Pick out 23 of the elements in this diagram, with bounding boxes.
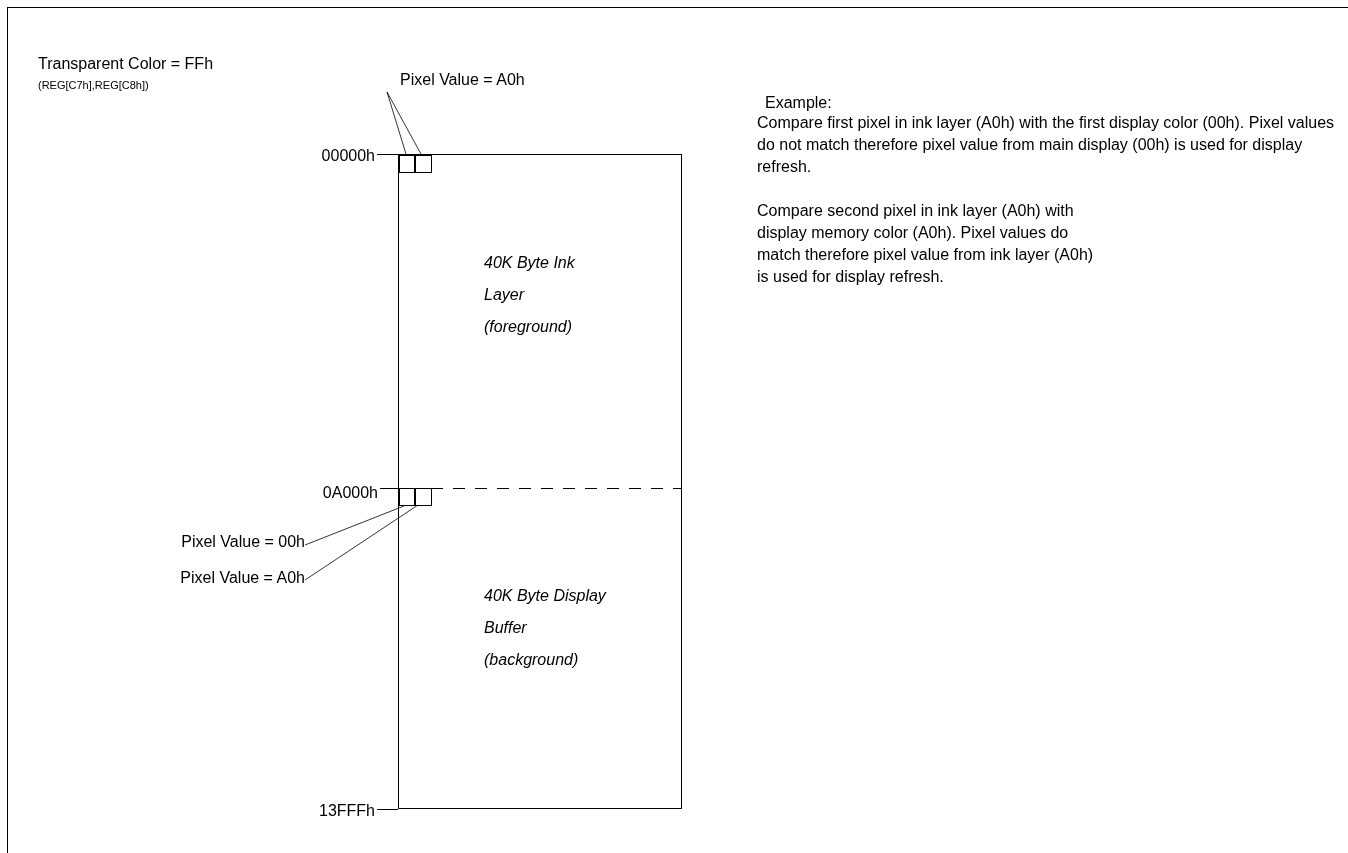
pixel-value-text: Pixel Value = 00h: [180, 532, 305, 552]
pixel-value-text: Pixel Value = A0h: [400, 70, 526, 90]
address-label: 0A000h: [322, 483, 378, 503]
transparent-color-text: Transparent Color = FFh: [38, 54, 214, 74]
example-paragraph: Compare second pixel in ink layer (A0h) with display memory color (A0h). Pixel values do match therefore pixel value from ink layer (A0h) is used for display refresh.: [757, 201, 1095, 287]
leader-line: [304, 504, 419, 581]
region-label: 40K Byte Ink Layer (foreground): [484, 253, 576, 337]
leader-line: [386, 91, 407, 155]
leader-line: [304, 505, 405, 546]
memory-region: [398, 154, 682, 488]
pixel-cell: [399, 488, 415, 506]
pixel-cell: [415, 488, 432, 506]
pixel-cell: [415, 155, 432, 173]
memory-region: [398, 488, 682, 809]
example-paragraph: Compare first pixel in ink layer (A0h) with the first display color (00h). Pixel values do not match therefore pixel value from main display (00h) is used for display refresh.: [757, 113, 1336, 177]
example-heading: Example:: [765, 93, 832, 113]
address-label: 13FFFh: [319, 801, 375, 821]
region-label: 40K Byte Display Buffer (background): [484, 586, 608, 670]
pixel-cell: [399, 155, 415, 173]
register-text: (REG[C7h],REG[C8h]): [38, 78, 149, 93]
leader-line: [386, 91, 422, 155]
pixel-value-text: Pixel Value = A0h: [179, 568, 305, 588]
address-label: 00000h: [321, 146, 375, 166]
